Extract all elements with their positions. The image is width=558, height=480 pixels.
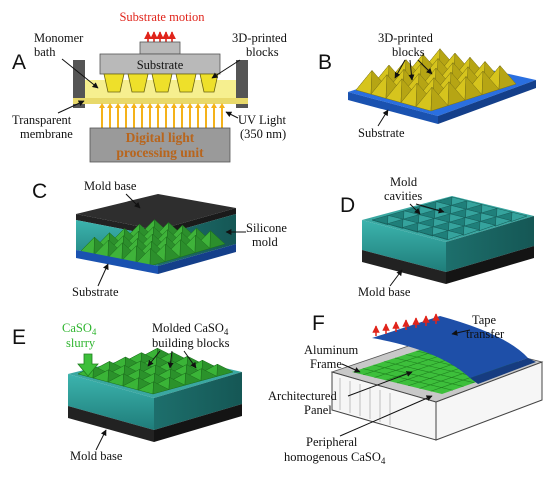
bath-left-wall [73,60,85,108]
mold-e-side [154,372,242,430]
blocks-b-label-line2: blocks [392,45,425,59]
mold-d-side [446,216,534,272]
tape-label-line2: transfer [466,327,505,341]
panel-c-letter: C [32,180,47,203]
panel-d: D Mold cavities Mold base [340,175,534,299]
block-e [200,368,218,382]
block-e [168,377,186,390]
mold-base-d-front [362,250,446,284]
aluminum-frame-side [435,361,543,441]
mold-base-c-label: Mold base [84,179,137,193]
panel-a: A Substrate motion Substrate [12,10,288,163]
cavities-label-line2: cavities [384,189,422,203]
block-c [164,243,181,262]
substrate-c-label: Substrate [72,285,119,299]
blocks-a-label-line1: 3D-printed [232,31,288,45]
panel-a-letter: A [12,51,26,74]
substrate-a-label: Substrate [137,58,184,72]
mold-base-top [76,194,236,230]
printed-blocks-c [79,218,226,267]
block-c [209,230,226,249]
panel-e-letter: E [12,326,26,349]
monomer-bath-label-line2: bath [34,45,56,59]
frame-label-line1: Aluminum [304,343,358,357]
substrate-stem [139,41,181,55]
mold-base-e-label: Mold base [70,449,123,463]
printed-blocks-b [355,48,517,112]
uv-light-arrows [101,106,223,130]
panel-d-letter: D [340,194,355,217]
cavity [479,221,496,231]
block-b [447,81,466,106]
substrate-motion-arrows [144,31,176,42]
cavity [511,211,528,222]
substrate-b-side [438,80,536,124]
cavity [495,216,512,227]
block-b [430,86,449,112]
block-e [184,372,202,386]
block-e [152,381,170,395]
slurry-arrow [77,353,99,377]
molded-label-line2: building blocks [152,336,230,350]
mold-d-front [362,220,446,272]
blocks-b-label-line1: 3D-printed [378,31,434,45]
tape-pull-arrows [372,313,440,336]
printed-blocks-a [103,73,219,93]
panel-b: B 3D-printed blocks Substrate [318,31,536,140]
block-e [216,363,234,377]
mold-base-d-label: Mold base [358,285,411,299]
panel-e: E CaSO4 slurry Molded CaSO4 building blo… [12,321,242,463]
cavity [447,230,464,241]
tape-label-line1: Tape [472,313,497,327]
panel-label-line2: Panel [304,403,332,417]
substrate-b-label: Substrate [358,126,405,140]
uv-arrow-heads [99,103,225,108]
silicone-label-line2: mold [252,235,278,249]
dlp-unit [89,127,231,163]
blocks-a-leader [211,59,241,79]
membrane-leader [57,100,85,114]
mold-e-front [68,374,154,430]
block-c [179,239,196,258]
substrate-b-front [348,92,438,124]
uv-label-line2: (350 nm) [240,127,286,141]
panel-f: F Tape transfer Aluminum Fra [268,312,544,466]
uv-label-line1: UV Light [238,113,287,127]
blocks-a-label-line2: blocks [246,45,279,59]
block-b [498,64,517,90]
slurry-label-line1: CaSO4 [62,321,97,337]
block-c [194,234,211,254]
dlp-label-line1: Digital light [126,130,195,145]
uv-leader [225,111,239,119]
frame-label-line2: Frame [310,357,342,371]
transparent-membrane [73,98,248,104]
dlp-label-line2: processing unit [116,145,204,160]
block-b [355,69,373,95]
membrane-label-line2: membrane [20,127,73,141]
molded-label-line1: Molded CaSO4 [152,321,229,337]
monomer-bath-label-line1: Monomer [34,31,84,45]
panel-c: C Mold base Silicone mold Substrate [32,179,287,299]
monomer-leader [61,58,99,89]
block-c [149,247,166,267]
cavities-label-line1: Mold [390,175,418,189]
membrane-label-line1: Transparent [12,113,72,127]
block-b [481,70,500,96]
panel-label-line1: Architectured [268,389,337,403]
substrate-c-front [76,250,158,274]
silicone-label-line1: Silicone [246,221,287,235]
slurry-label-line2: slurry [66,336,96,350]
mold-base-e-front [68,406,154,442]
substrate-motion-label: Substrate motion [119,10,205,24]
peripheral-label-line2: homogenous CaSO4 [284,450,386,466]
bath-right-wall [236,60,248,108]
tape-transfer [372,316,528,378]
peripheral-label-line1: Peripheral [306,435,358,449]
cavity [463,225,480,236]
molded-blocks-e [77,347,234,395]
block-b [464,75,483,101]
panel-b-letter: B [318,51,332,74]
panel-f-letter: F [312,312,325,335]
